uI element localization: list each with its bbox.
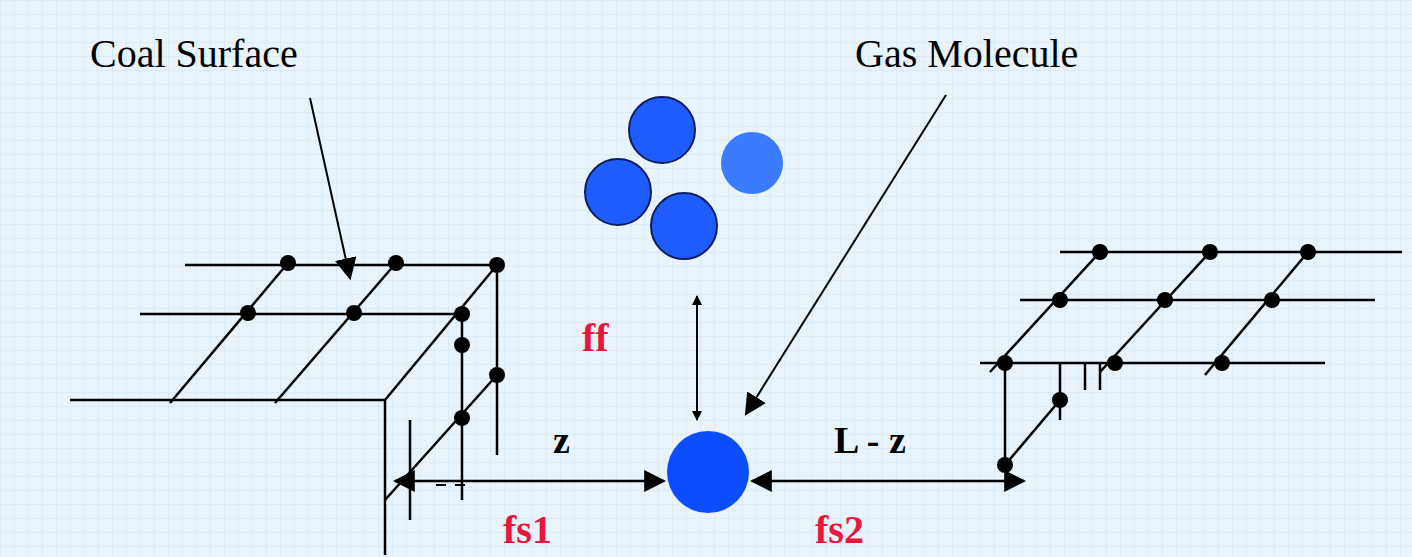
l-minus-z-dimension [752,480,1024,483]
leader-line [310,98,350,278]
z-dimension [395,480,664,483]
force-label: fs1 [503,510,552,550]
lattice-atoms-right [997,244,1316,473]
gas-molecules [585,97,783,513]
coal-surface-left [70,263,497,555]
dimension-label: L - z [834,421,906,459]
leader-line [746,95,946,414]
ff-arrow [696,296,698,420]
dimension-label: z [553,421,570,459]
force-label: ff [582,318,609,358]
coal-surface-right [980,252,1402,470]
force-label: fs2 [815,510,864,550]
lattice-atoms-left [240,255,505,426]
gas-molecule [667,431,749,513]
dash-marks [436,484,465,486]
part-label: Gas Molecule [855,34,1078,74]
part-label: Coal Surface [90,34,298,74]
